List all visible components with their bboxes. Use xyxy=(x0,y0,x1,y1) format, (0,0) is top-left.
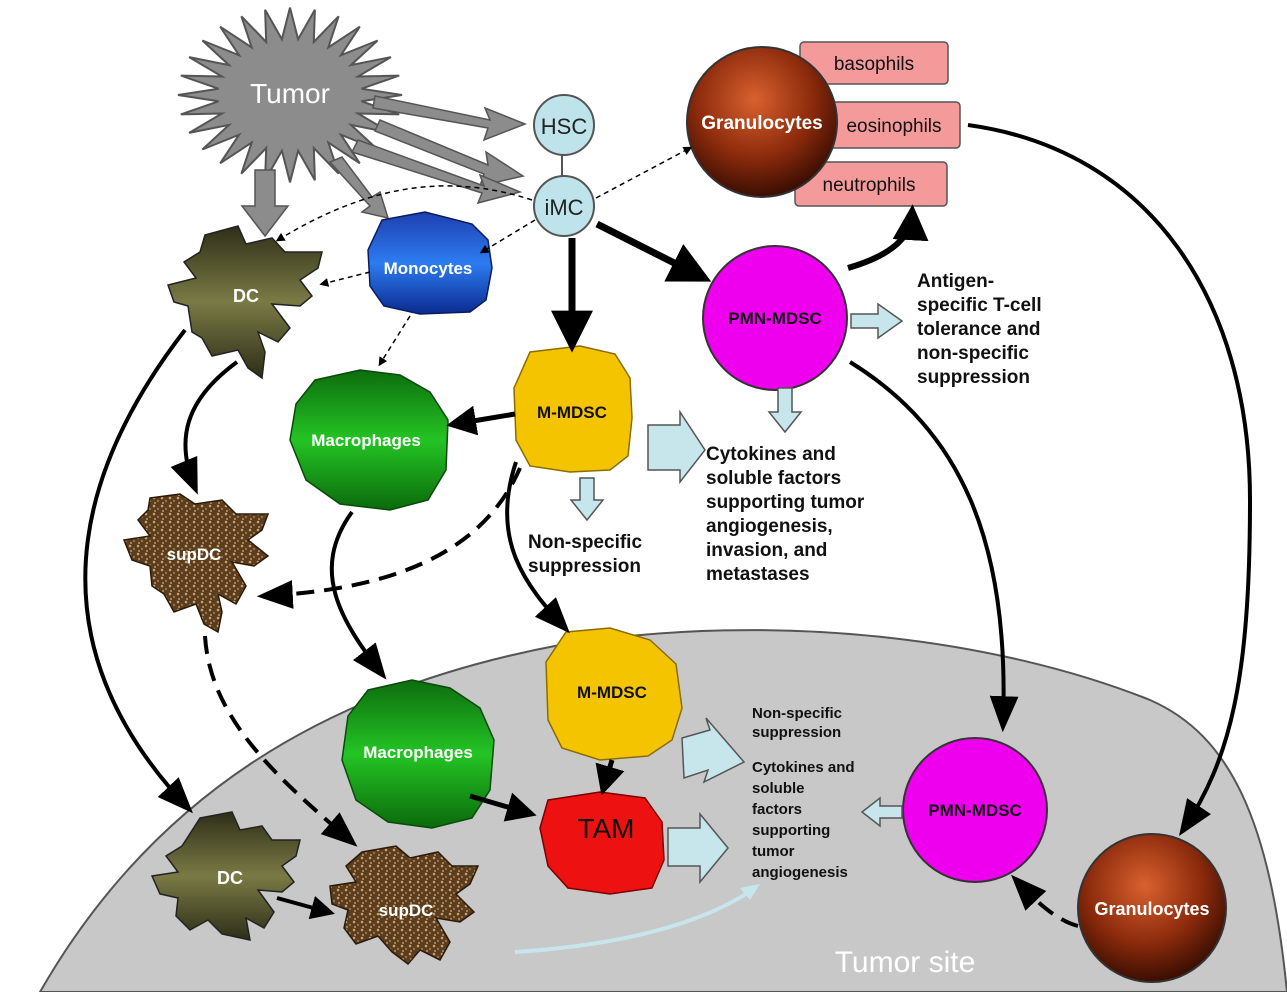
supdc-site-node: supDC xyxy=(329,845,480,966)
macrophages-site-node: Macrophages xyxy=(341,679,495,829)
svg-text:basophils: basophils xyxy=(834,54,914,75)
nonspecific-site-text: Non-specific suppression xyxy=(752,705,842,741)
svg-text:M-MDSC: M-MDSC xyxy=(537,403,607,422)
pmn-effect-text: Antigen-specific T-cell tolerance and non-… xyxy=(917,271,1042,388)
svg-text:Macrophages: Macrophages xyxy=(311,431,421,450)
dashed-arrows xyxy=(203,467,1079,928)
svg-text:neutrophils: neutrophils xyxy=(823,175,916,196)
granulocytes-top-node: Granulocytes xyxy=(686,46,838,198)
thin-dashed-arrows xyxy=(275,146,693,367)
imc-node: iMC xyxy=(533,175,595,237)
cytokines-site-text: Cytokines and soluble factors supporting tum… xyxy=(752,759,855,881)
cytokines-site-line: soluble xyxy=(752,780,805,797)
pmn-effect-line: Antigen- xyxy=(917,271,994,292)
dc-site-node: DC xyxy=(150,811,301,941)
svg-text:PMN-MDSC: PMN-MDSC xyxy=(928,801,1022,820)
monocytes-node: Monocytes xyxy=(367,211,493,315)
nonspecific-top-line: suppression xyxy=(528,556,641,577)
nonspecific-top-line: Non-specific xyxy=(528,532,642,553)
svg-text:DC: DC xyxy=(233,286,259,306)
svg-text:PMN-MDSC: PMN-MDSC xyxy=(728,309,822,328)
svg-text:iMC: iMC xyxy=(544,195,583,220)
cytokines-top-line: invasion, and xyxy=(706,540,827,561)
tam-node: TAM xyxy=(539,791,665,895)
nonspecific-top-text: Non-specific suppression xyxy=(528,532,642,577)
pmn-effect-line: non-specific xyxy=(917,343,1029,364)
svg-text:DC: DC xyxy=(217,868,243,888)
cytokines-top-line: Cytokines and xyxy=(706,444,836,465)
nonspecific-site-line: Non-specific xyxy=(752,705,842,722)
cytokines-top-line: soluble factors xyxy=(706,468,841,489)
light-curve-arrow xyxy=(514,888,754,954)
pmn-mdsc-top-node: PMN-MDSC xyxy=(702,245,848,391)
cytokines-top-line: metastases xyxy=(706,564,810,585)
pmn-effect-line: specific T-cell xyxy=(917,295,1042,316)
cytokines-site-line: factors xyxy=(752,801,802,818)
cytokines-top-text: Cytokines and soluble factors supporting t… xyxy=(706,444,865,585)
hsc-node: HSC xyxy=(533,94,595,156)
tumor-node: Tumor xyxy=(177,7,403,183)
svg-text:HSC: HSC xyxy=(541,114,588,139)
svg-text:supDC: supDC xyxy=(167,545,222,564)
light-curve-arrowhead xyxy=(740,884,760,900)
m-mdsc-site-node: M-MDSC xyxy=(545,627,683,761)
svg-text:Macrophages: Macrophages xyxy=(363,743,473,762)
cytokines-site-line: tumor xyxy=(752,843,795,860)
neutrophils-box: neutrophils xyxy=(794,161,948,207)
pmn-effect-line: tolerance and xyxy=(917,319,1041,340)
dc-top-node: DC xyxy=(167,225,323,380)
granulocytes-site-node: Granulocytes xyxy=(1077,833,1227,983)
cytokines-top-line: angiogenesis, xyxy=(706,516,833,537)
cytokines-site-line: supporting xyxy=(752,822,830,839)
cytokines-top-line: supporting tumor xyxy=(706,492,865,513)
basophils-box: basophils xyxy=(799,41,949,85)
cytokines-site-line: angiogenesis xyxy=(752,864,848,881)
svg-text:Monocytes: Monocytes xyxy=(384,259,473,278)
supdc-top-node: supDC xyxy=(122,493,270,634)
macrophages-top-node: Macrophages xyxy=(289,369,449,511)
cytokines-site-line: Cytokines and xyxy=(752,759,855,776)
nonspecific-site-line: suppression xyxy=(752,724,841,741)
pmn-mdsc-site-node: PMN-MDSC xyxy=(902,737,1048,883)
svg-text:supDC: supDC xyxy=(379,901,434,920)
tumor-label: Tumor xyxy=(250,78,330,109)
solid-arrows xyxy=(83,123,1253,920)
light-arrows xyxy=(569,302,904,885)
svg-text:eosinophils: eosinophils xyxy=(846,116,941,137)
svg-text:TAM: TAM xyxy=(577,813,634,844)
tumor-site-label: Tumor site xyxy=(835,946,976,979)
m-mdsc-top-node: M-MDSC xyxy=(513,345,633,473)
svg-text:Granulocytes: Granulocytes xyxy=(701,113,822,134)
pmn-effect-line: suppression xyxy=(917,367,1030,388)
svg-text:Granulocytes: Granulocytes xyxy=(1094,899,1209,919)
svg-text:M-MDSC: M-MDSC xyxy=(577,683,647,702)
